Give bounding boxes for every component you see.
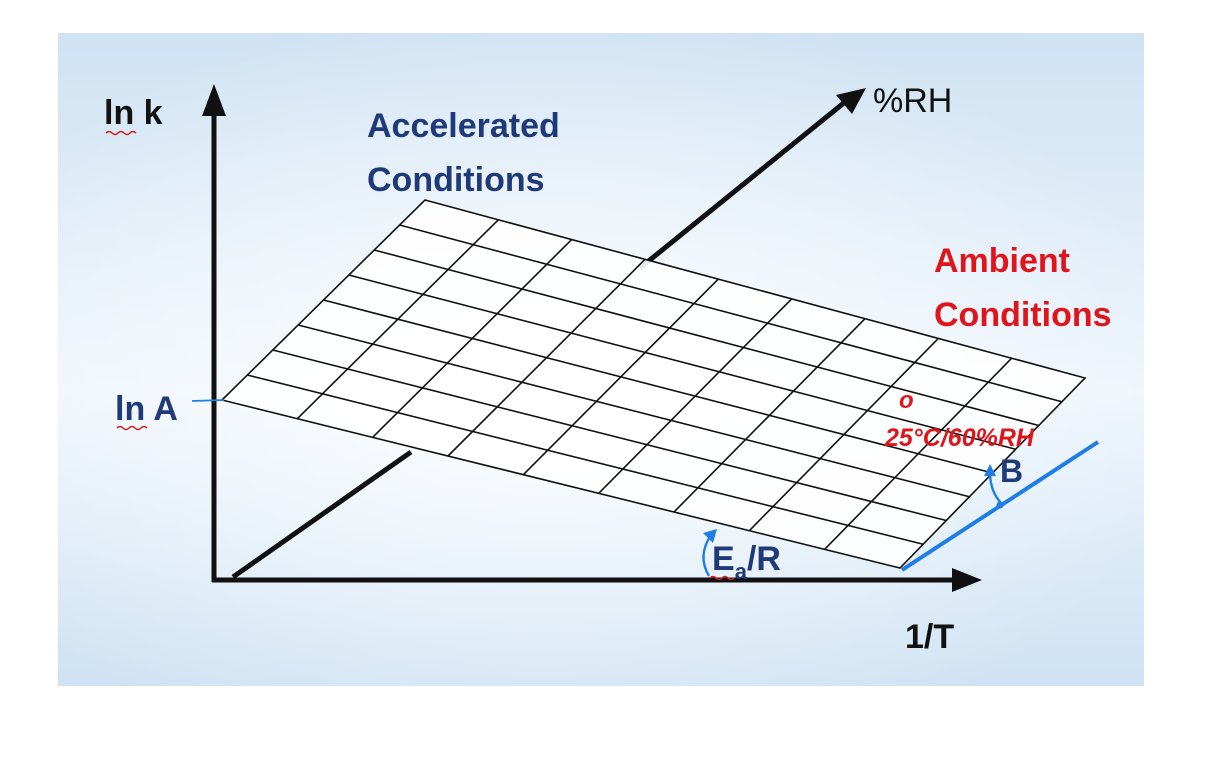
grid-line-depth [824,357,1013,550]
ambient-point-label: 25°C/60%RH [884,424,1035,452]
response-surface-grid [220,199,1087,569]
ea-over-r-label: Ea/R [712,540,781,584]
grid-line-depth [598,298,793,494]
rh-axis-label: %RH [873,82,952,120]
ea-subscript: a [735,559,748,584]
ea-label-squiggle [709,575,735,581]
ambient-conditions-line1: Ambient [934,242,1070,280]
rh-axis-line-back [638,100,847,270]
grid-line-depth [673,318,866,513]
degree-marker: o [899,387,914,414]
x-axis-arrowhead [952,568,982,592]
grid-line-horizontal [399,224,1063,403]
grid-line-horizontal [297,324,970,498]
b-label: B [1000,453,1023,489]
grid-line-depth [447,258,646,457]
intercept-label-squiggle [116,425,148,431]
grid-line-depth [748,337,939,532]
grid-line-horizontal [272,349,947,522]
y-axis-label-squiggle [105,130,137,136]
y-axis-label: ln k [104,94,163,132]
ea-arrowhead-icon [703,529,717,543]
rh-axis-line-front [231,449,413,580]
accelerated-conditions-line2: Conditions [367,161,545,199]
ln-a-tick [191,399,225,402]
b-arrowhead-icon [984,464,996,476]
grid-line-depth [522,278,719,476]
x-axis-label: 1/T [905,618,954,656]
accelerated-conditions-line1: Accelerated [367,107,560,145]
rh-axis-arrowhead [836,88,866,114]
ambient-conditions-line2: Conditions [934,296,1112,334]
ea-tail: /R [747,540,781,578]
intercept-label: ln A [115,390,178,428]
grid-line-depth [296,219,499,420]
grid-line-horizontal [348,274,1016,451]
grid-line-horizontal [247,374,924,546]
grid-line-horizontal [323,299,993,474]
grid-line-depth [372,238,573,438]
y-axis-arrowhead [202,84,226,116]
ea-main: E [712,540,735,578]
grid-line-horizontal [374,249,1039,427]
